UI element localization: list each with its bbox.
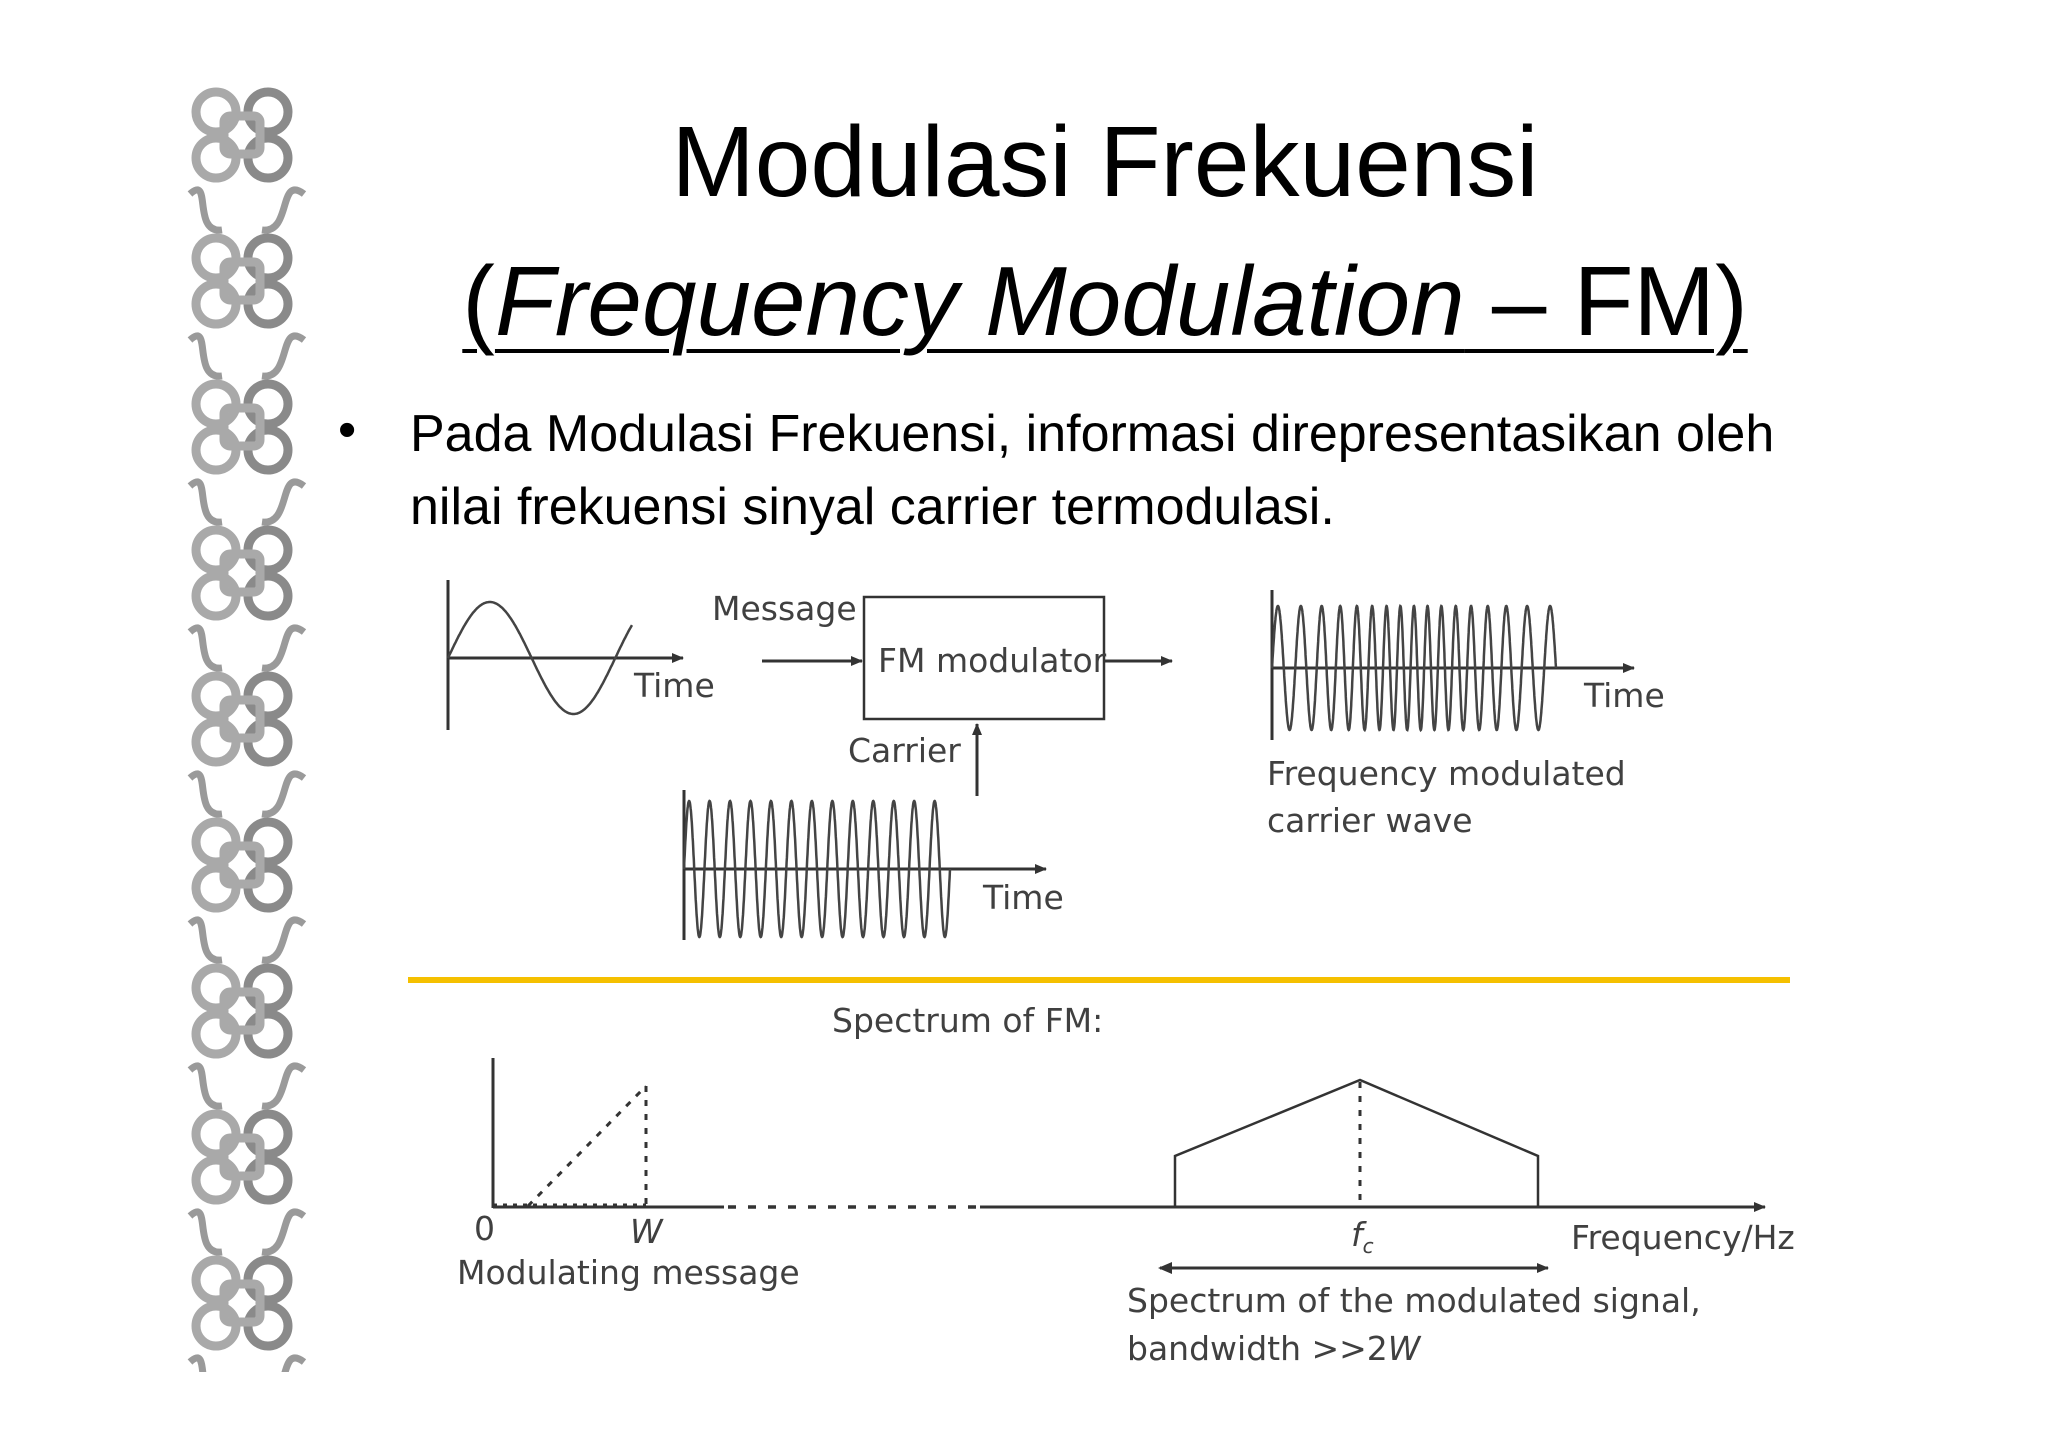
modulating-message-caption: Modulating message bbox=[457, 1253, 800, 1292]
spectrum-title: Spectrum of FM: bbox=[832, 1001, 1103, 1040]
knot-motif-icon bbox=[187, 671, 307, 818]
frequency-modulated-wave bbox=[1270, 604, 1558, 733]
carrier-wave bbox=[682, 799, 952, 939]
bullet-text: Pada Modulasi Frekuensi, informasi direp… bbox=[410, 405, 1775, 536]
fm-spectrum-plot: Spectrum of FM: 0 W fc Frequency/Hz Modu… bbox=[457, 1001, 1795, 1368]
carrier-input-label: Carrier bbox=[848, 731, 961, 770]
baseband-spectrum-slope bbox=[526, 1084, 648, 1208]
knot-motif-icon bbox=[187, 233, 307, 380]
message-input-label: Message bbox=[712, 589, 857, 628]
fm-modulator-box bbox=[862, 595, 1106, 721]
carrier-frequency-label: fc bbox=[1351, 1215, 1374, 1258]
fm-modulator-label: FM modulator bbox=[878, 641, 1107, 680]
carrier-time-label: Time bbox=[982, 878, 1064, 917]
knot-motif-icon bbox=[187, 525, 307, 672]
bullet-dot: • bbox=[338, 401, 357, 459]
output-caption-line-2: carrier wave bbox=[1267, 801, 1473, 840]
knot-motif-icon bbox=[187, 817, 307, 964]
slide-subtitle: (Frequency Modulation – FM) bbox=[370, 252, 1840, 350]
message-time-label: Time bbox=[633, 666, 715, 705]
modulated-caption-line-2: bandwidth >>2W bbox=[1127, 1329, 1422, 1368]
carrier-signal-plot: Time bbox=[682, 790, 1064, 940]
subtitle-rest: – FM) bbox=[1464, 246, 1748, 356]
modulated-spectrum-envelope bbox=[1173, 1078, 1540, 1207]
w-label: W bbox=[630, 1212, 664, 1251]
subtitle-italic-term: Frequency Modulation bbox=[494, 246, 1465, 356]
knot-motif-icon bbox=[187, 379, 307, 526]
frequency-axis-label: Frequency/Hz bbox=[1571, 1218, 1795, 1257]
bandwidth-left-arrowhead bbox=[1158, 1262, 1172, 1274]
knot-motif-icon bbox=[187, 963, 307, 1110]
fm-modulator-block: Message FM modulator Carrier bbox=[712, 589, 1173, 796]
subtitle-open-paren: ( bbox=[462, 246, 495, 356]
output-caption-line-1: Frequency modulated bbox=[1267, 754, 1626, 793]
celtic-knot-border-icon bbox=[187, 87, 307, 1372]
message-signal-plot: Time bbox=[446, 580, 715, 730]
zero-label: 0 bbox=[474, 1209, 495, 1248]
message-sine-wave bbox=[446, 600, 634, 716]
modulated-caption-line-1: Spectrum of the modulated signal, bbox=[1127, 1281, 1701, 1320]
output-time-label: Time bbox=[1583, 676, 1665, 715]
knot-motif-icon bbox=[187, 1255, 307, 1372]
fc-subscript: c bbox=[1363, 1234, 1374, 1258]
slide-title: Modulasi Frekuensi bbox=[671, 106, 1539, 218]
fm-output-plot: Time Frequency modulated carrier wave bbox=[1267, 590, 1665, 840]
knot-motif-icon bbox=[187, 1109, 307, 1256]
bandwidth-w: W bbox=[1388, 1329, 1422, 1368]
bandwidth-text: bandwidth >>2 bbox=[1127, 1329, 1388, 1368]
knot-motif-icon bbox=[187, 87, 307, 234]
